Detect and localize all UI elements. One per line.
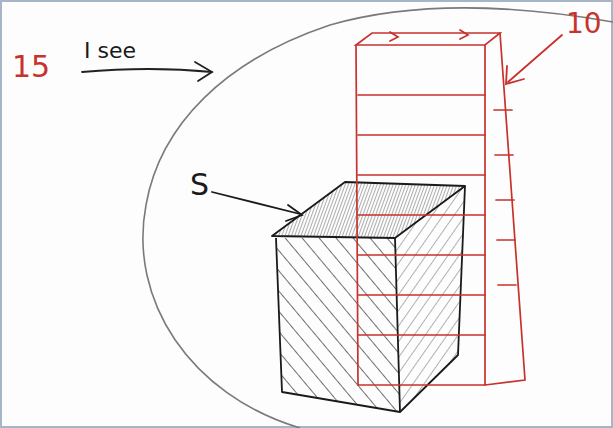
callout-label: S	[190, 170, 209, 200]
callout-label: 15	[12, 52, 50, 82]
shaded-cube	[272, 182, 465, 412]
callout-label: I see	[84, 40, 136, 62]
callout-label: 10	[566, 10, 602, 38]
callout-arrow	[506, 35, 562, 84]
enclosing-oval	[143, 8, 613, 428]
callout-arrow	[212, 192, 302, 221]
view-arrow	[82, 62, 212, 81]
tall-box	[356, 30, 525, 385]
